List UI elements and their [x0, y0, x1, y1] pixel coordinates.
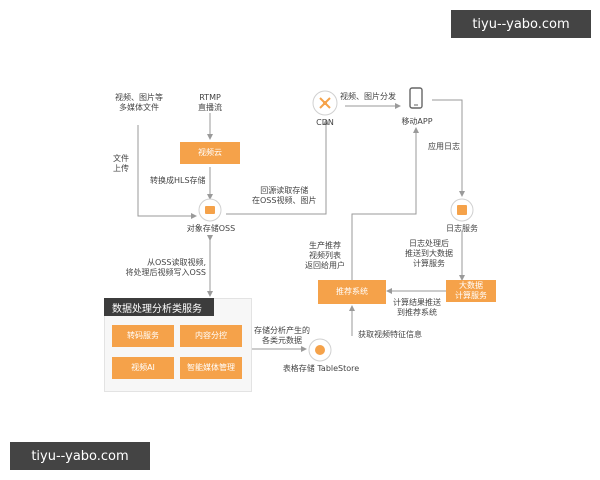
rtmp-label: RTMP 直播流 [198, 93, 222, 112]
media-files-label: 视频、图片等 多媒体文件 [115, 93, 163, 112]
tablestore-label: 表格存储 TableStore [282, 364, 360, 373]
store-analysis-label: 存储分析产生的 各类元数据 [254, 326, 310, 345]
bigdata-box: 大数据 计算服务 [446, 280, 496, 302]
watermark-bottom-text: tiyu--yabo.com [31, 448, 129, 464]
read-from-oss-label: 从OSS读取视频, 将处理后视频写入OSS [125, 258, 206, 277]
log-processed-label: 日志处理后 推送到大数据 计算服务 [405, 239, 453, 268]
watermark-top-text: tiyu--yabo.com [472, 16, 570, 32]
content-moderation-box: 内容分控 [180, 325, 242, 347]
transcode-hls-label: 转换成HLS存储 [150, 176, 206, 185]
recommend-label: 推荐系统 [336, 287, 368, 296]
video-ai-label: 视频AI [131, 363, 155, 372]
smart-media-label: 智能媒体管理 [187, 363, 235, 372]
back-to-origin-label: 回源读取存储 在OSS视频、图片 [252, 186, 317, 205]
phone-icon [409, 87, 423, 109]
video-cloud-box: 视频云 [180, 142, 240, 164]
watermark-top: tiyu--yabo.com [451, 10, 591, 38]
calc-result-label: 计算结果推送 到推荐系统 [393, 298, 441, 317]
log-service-icon [450, 198, 474, 222]
processing-panel-title: 数据处理分析类服务 [104, 298, 214, 316]
content-moderation-label: 内容分控 [195, 331, 227, 340]
watermark-bottom: tiyu--yabo.com [10, 442, 150, 470]
cdn-icon [312, 90, 338, 116]
oss-icon [198, 198, 222, 222]
gen-recommend-label: 生产推荐 视频列表 返回给用户 [305, 241, 345, 270]
smart-media-box: 智能媒体管理 [180, 357, 242, 379]
log-service-label: 日志服务 [446, 224, 478, 233]
upload-label: 文件 上传 [113, 154, 129, 173]
video-image-dist-label: 视频、图片分发 [340, 92, 396, 101]
bigdata-label: 大数据 计算服务 [455, 281, 487, 300]
app-log-label: 应用日志 [428, 142, 460, 151]
mobile-app-label: 移动APP [401, 117, 433, 126]
tablestore-icon [308, 338, 332, 362]
recommend-box: 推荐系统 [318, 280, 386, 304]
get-features-label: 获取视频特征信息 [358, 330, 422, 339]
video-ai-box: 视频AI [112, 357, 174, 379]
transcode-service-box: 转码服务 [112, 325, 174, 347]
panel-title-text: 数据处理分析类服务 [112, 303, 202, 315]
cdn-label: CDN [316, 118, 334, 127]
oss-label: 对象存储OSS [186, 224, 236, 233]
video-cloud-label: 视频云 [198, 148, 222, 157]
transcode-service-label: 转码服务 [127, 331, 159, 340]
